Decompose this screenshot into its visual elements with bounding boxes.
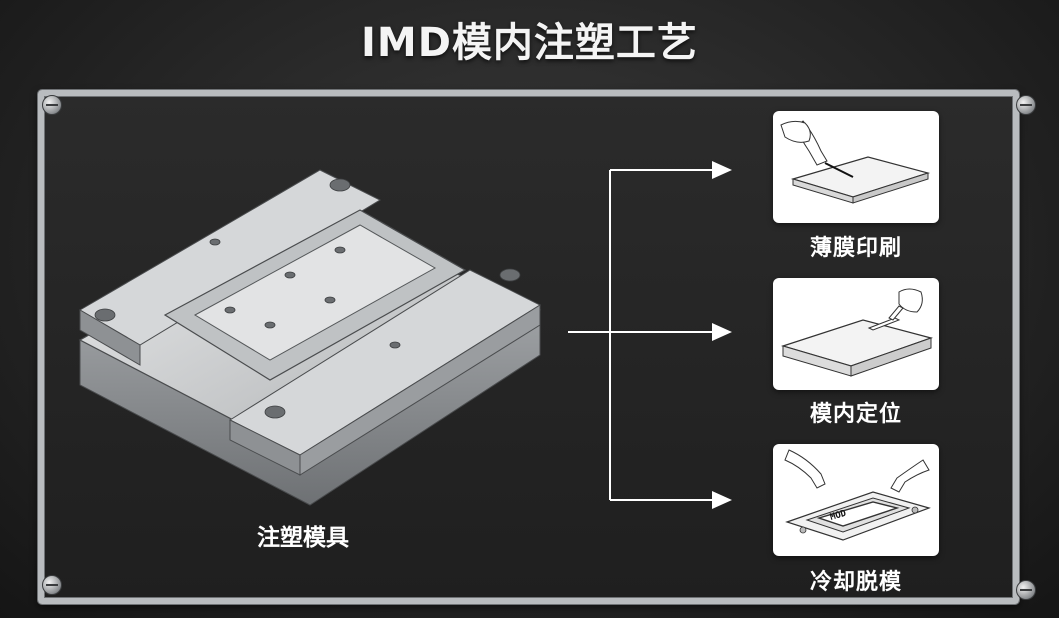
screw-icon bbox=[1016, 580, 1036, 600]
page-title: IMD模内注塑工艺 bbox=[361, 20, 698, 66]
arrow-head-icon bbox=[712, 323, 732, 341]
in-mold-positioning-icon bbox=[780, 288, 934, 377]
screw-icon bbox=[42, 575, 62, 595]
step-card-cooling-demolding: MOD bbox=[773, 444, 939, 556]
svg-text:MOD: MOD bbox=[829, 509, 848, 523]
cooling-demolding-icon: MOD bbox=[784, 449, 931, 541]
step-card-in-mold-positioning bbox=[773, 278, 939, 390]
flow-connector bbox=[568, 161, 732, 509]
mold-label: 注塑模具 bbox=[257, 525, 349, 551]
step-label-in-mold-positioning: 模内定位 bbox=[809, 402, 902, 427]
film-printing-icon bbox=[780, 120, 931, 204]
arrow-head-icon bbox=[712, 161, 732, 179]
screw-icon bbox=[1016, 95, 1036, 115]
arrow-head-icon bbox=[712, 491, 732, 509]
step-label-film-printing: 薄膜印刷 bbox=[809, 236, 902, 261]
injection-mold-icon bbox=[78, 169, 542, 506]
screw-icon bbox=[42, 95, 62, 115]
step-label-cooling-demolding: 冷却脱模 bbox=[809, 570, 902, 595]
step-card-film-printing bbox=[773, 111, 939, 223]
